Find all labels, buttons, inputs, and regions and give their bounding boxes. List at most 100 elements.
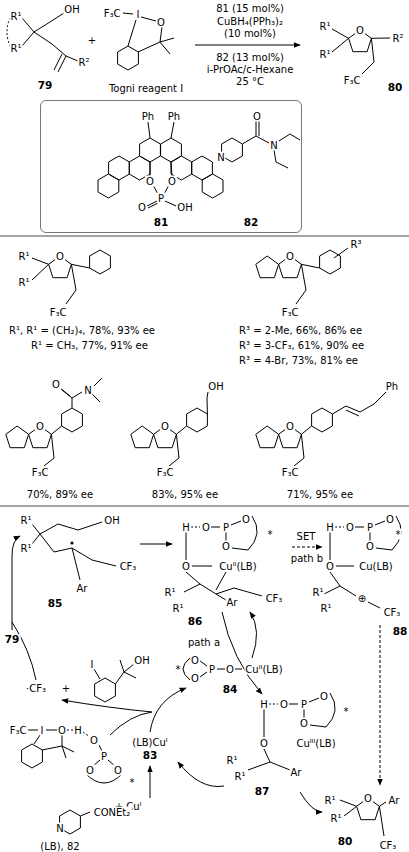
chem-label: R¹: [20, 543, 33, 554]
chem-label: Ar: [76, 583, 89, 594]
chem-label: O: [190, 655, 200, 666]
chem-label: (LB)Cuᴵ: [131, 737, 168, 748]
chem-label: H: [73, 725, 83, 736]
chem-label: R¹: [18, 277, 31, 288]
chem-label: O: [241, 514, 251, 525]
chem-label: 82 (13 mol%): [215, 52, 285, 63]
chem-label: I: [40, 725, 45, 736]
chem-label: R¹: [18, 251, 31, 262]
chem-label: O: [89, 735, 99, 746]
chem-label: i-PrOAc/c-Hexane: [206, 64, 295, 75]
chem-label: O: [156, 17, 166, 28]
chem-label: R¹: [319, 21, 332, 32]
chem-label: I: [136, 9, 141, 20]
chem-label: R³: [350, 239, 363, 250]
compound-number: 79: [37, 80, 54, 92]
chem-label: R¹ = CH₃, 77%, 91% ee: [30, 340, 149, 351]
chem-label: O: [190, 673, 200, 684]
chem-label: O: [160, 421, 170, 432]
chem-label: *: [175, 664, 182, 675]
chem-label: H: [181, 522, 191, 533]
chem-label: CF₃: [379, 840, 398, 851]
chem-label: R¹: [10, 11, 23, 22]
chem-label: O: [365, 541, 375, 552]
compound-number: 83: [142, 750, 159, 762]
chem-label: P: [208, 664, 216, 675]
chem-label: Ph: [141, 111, 155, 122]
chem-label: 25 °C: [235, 76, 265, 87]
chem-label: F₃C: [156, 467, 175, 478]
chem-label: +: [87, 35, 97, 46]
chem-label: R¹: [320, 603, 333, 614]
compound-number: 88: [392, 626, 409, 638]
chem-label: N: [216, 152, 225, 163]
chem-label: R²: [78, 57, 91, 68]
chem-label: O: [325, 561, 335, 572]
chem-label: (LB), 82: [39, 841, 80, 852]
compound-number: 80: [387, 82, 404, 94]
chem-label: F₃C: [31, 467, 50, 478]
chem-label: O: [85, 765, 95, 776]
chem-label: O: [319, 691, 329, 702]
chem-label: R¹: [10, 43, 23, 54]
chem-label: 71%, 95% ee: [286, 489, 354, 500]
chem-label: Cu(LB): [358, 561, 394, 572]
chem-label: I: [90, 659, 95, 670]
chem-label: R¹, R¹ = (CH₂)₄, 78%, 93% ee: [8, 325, 156, 336]
compound-number: 85: [47, 598, 64, 610]
chem-label: R³ = 4-Br, 73%, 81% ee: [238, 355, 359, 366]
chem-label: R¹: [324, 795, 337, 806]
chem-label: F₃C: [49, 307, 68, 318]
chem-label: SET: [296, 531, 317, 542]
chem-label: (10 mol%): [223, 28, 277, 39]
chem-label: O: [259, 738, 269, 749]
chem-label: O: [113, 765, 123, 776]
chem-label: R¹: [226, 755, 239, 766]
chem-label: O: [345, 522, 355, 533]
compound-number: 80: [337, 836, 354, 848]
chem-label: Cuᴵᴵ(LB): [218, 561, 257, 572]
chem-label: R³ = 3-CF₃, 61%, 90% ee: [238, 340, 365, 351]
chem-label: CONEt₂: [93, 807, 132, 818]
chem-label: path a: [187, 637, 221, 648]
chem-label: R¹: [330, 813, 343, 824]
chem-label: CF₃: [119, 561, 138, 572]
chem-label: H: [325, 522, 335, 533]
chem-label: path b: [290, 553, 324, 564]
chem-label: O: [299, 718, 309, 729]
chem-label: *: [395, 529, 402, 540]
chem-label: 70%, 89% ee: [26, 489, 94, 500]
chem-label: CuBH₄(PPh₃)₂: [216, 16, 284, 27]
chem-label: O: [285, 421, 295, 432]
chem-label: *: [343, 706, 350, 717]
chem-label: R³ = 2-Me, 66%, 86% ee: [238, 325, 363, 336]
chem-label: P: [100, 751, 108, 762]
chem-label: Cuᴵᴵ(LB): [244, 664, 283, 675]
chem-label: OH: [103, 515, 120, 526]
chem-label: OH: [207, 381, 224, 392]
compound-number: 86: [187, 616, 204, 628]
chem-label: Togni reagent I: [108, 83, 184, 94]
chem-label: Cuᴵᴵᴵ(LB): [295, 738, 336, 749]
chem-label: O: [35, 421, 45, 432]
chem-label: 83%, 95% ee: [151, 489, 219, 500]
chem-label: R²: [392, 33, 405, 44]
chem-label: R¹: [20, 515, 33, 526]
chem-label: O: [181, 561, 191, 572]
chem-label: Ph: [167, 111, 181, 122]
chem-label: *: [267, 529, 274, 540]
chem-label: P: [300, 699, 308, 710]
chem-label: P: [366, 522, 374, 533]
chem-label: R¹: [312, 587, 325, 598]
chem-label: N: [269, 140, 278, 151]
chem-label: CF₃: [383, 607, 402, 618]
compound-number: 79: [4, 634, 21, 646]
compound-number: 81: [153, 217, 170, 229]
chem-label: Ar: [226, 597, 239, 608]
chem-label: O: [57, 725, 67, 736]
chem-label: O: [355, 25, 365, 36]
chem-label: O: [51, 379, 61, 390]
chem-label: O: [279, 699, 289, 710]
chem-label: F₃C: [343, 75, 362, 86]
